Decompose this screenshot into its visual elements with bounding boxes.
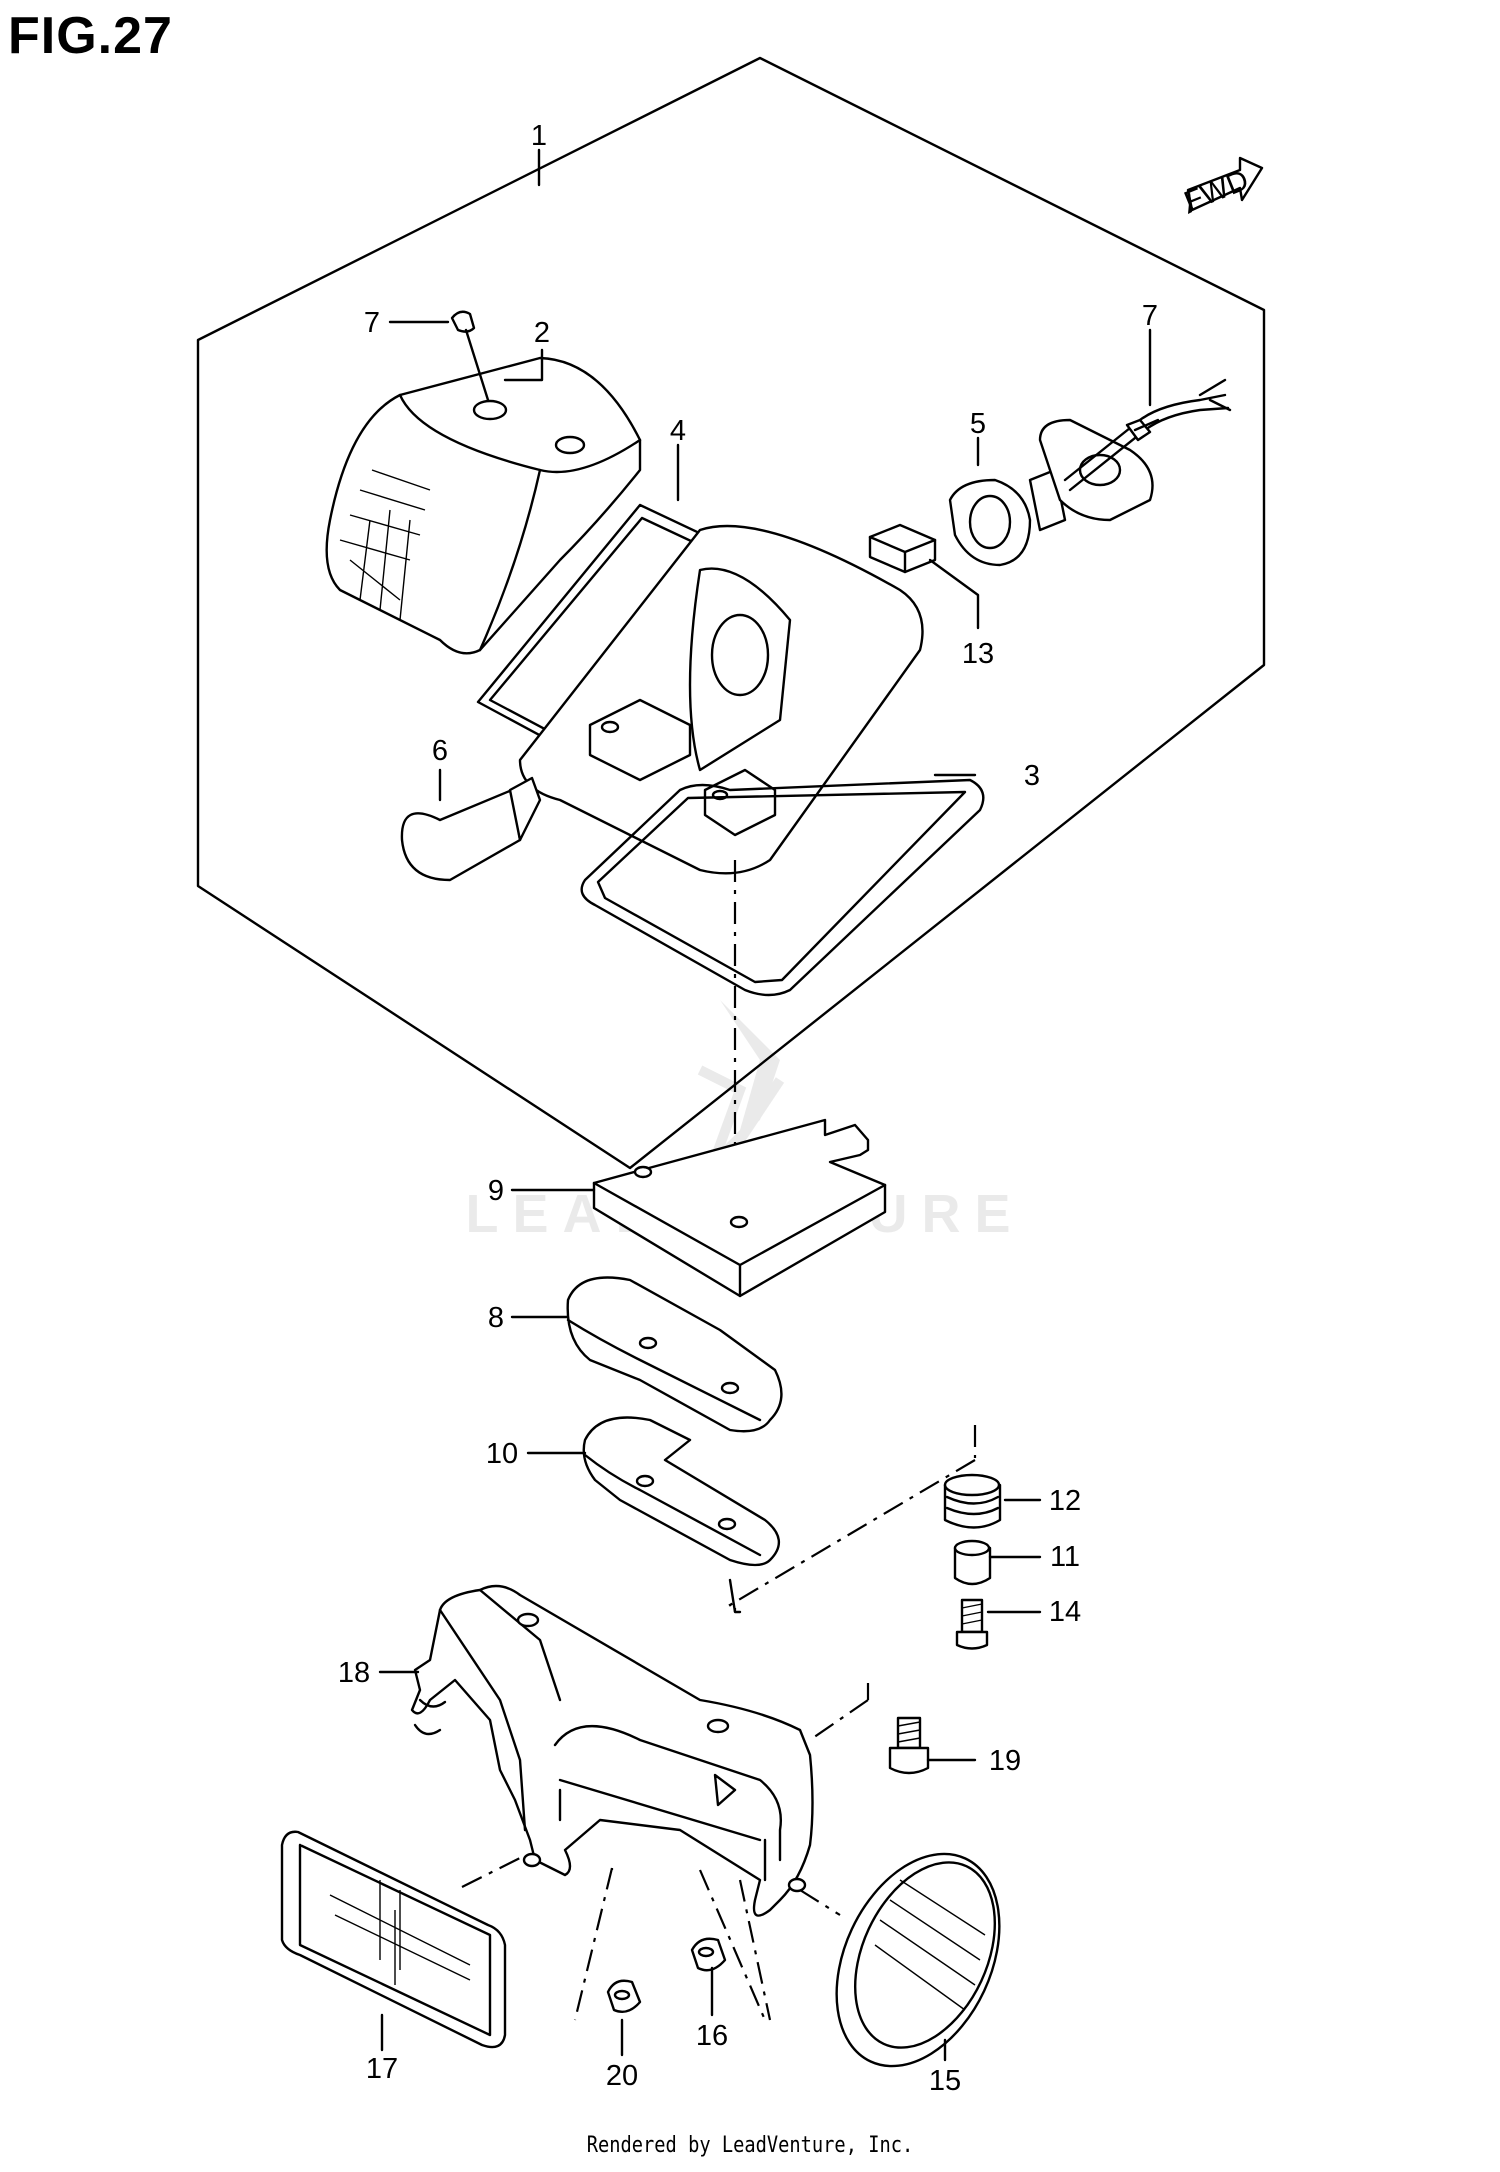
callout-7-left: 7 [364, 307, 380, 339]
mount-guide-corner [728, 1578, 742, 1614]
part-7-screw-top-left [450, 310, 490, 402]
part-12-grommet [943, 1473, 1002, 1529]
callout-19: 19 [989, 1745, 1021, 1777]
callout-17: 17 [366, 2053, 398, 2085]
nut-guide-lines [573, 1867, 772, 2021]
part-5-socket [948, 378, 1232, 567]
part-16-nut [690, 1937, 727, 1972]
callout-20: 20 [606, 2060, 638, 2092]
callout-7-right: 7 [1142, 300, 1158, 332]
part-20-nut [606, 1979, 642, 2013]
part-13-clip [868, 523, 937, 574]
callout-1: 1 [531, 120, 547, 152]
part-10-bracket [582, 1416, 780, 1567]
fwd-arrow-icon [1186, 156, 1264, 214]
watermark-logo [695, 1000, 785, 1203]
fwd-label: FWD [1180, 164, 1253, 218]
callout-13: 13 [962, 638, 994, 670]
callout-3: 3 [1024, 760, 1040, 792]
part-15-round-reflector [835, 1852, 1001, 2068]
part-11-collar [953, 1539, 992, 1586]
callout-15: 15 [929, 2065, 961, 2097]
part-2-lens-cover [325, 356, 642, 655]
callout-11: 11 [1050, 1541, 1080, 1573]
leader-lines [378, 148, 1152, 2062]
callout-14: 14 [1049, 1596, 1081, 1628]
callout-8: 8 [488, 1302, 504, 1334]
callout-16: 16 [696, 2020, 728, 2052]
callout-4: 4 [670, 415, 686, 447]
part-18-main-bracket [410, 1584, 814, 1917]
part-15-guide-line [799, 1889, 841, 1916]
callout-6: 6 [432, 735, 448, 767]
callout-2: 2 [534, 317, 550, 349]
part-17-guide-line [461, 1857, 521, 1888]
callout-9: 9 [488, 1175, 504, 1207]
callout-5: 5 [970, 408, 986, 440]
callout-18: 18 [338, 1657, 370, 1689]
assembly-outline [196, 56, 1266, 1170]
part-7-screw-top-right [1125, 418, 1160, 442]
part-19-bolt [888, 1716, 930, 1775]
part-17-reflector [280, 1830, 507, 2049]
footer-credit: Rendered by LeadVenture, Inc. [586, 2133, 914, 2158]
part-14-bolt [955, 1598, 989, 1650]
part-19-guide-line [809, 1683, 870, 1741]
callout-10: 10 [486, 1438, 518, 1470]
figure-title: FIG.27 [8, 7, 173, 65]
part-8-bracket [566, 1276, 783, 1433]
callout-12: 12 [1049, 1485, 1081, 1517]
mount-guide-line [728, 1425, 977, 1613]
part-3-housing [518, 524, 985, 997]
part-6-bulb [400, 776, 542, 882]
part-9-plate [592, 1118, 887, 1298]
